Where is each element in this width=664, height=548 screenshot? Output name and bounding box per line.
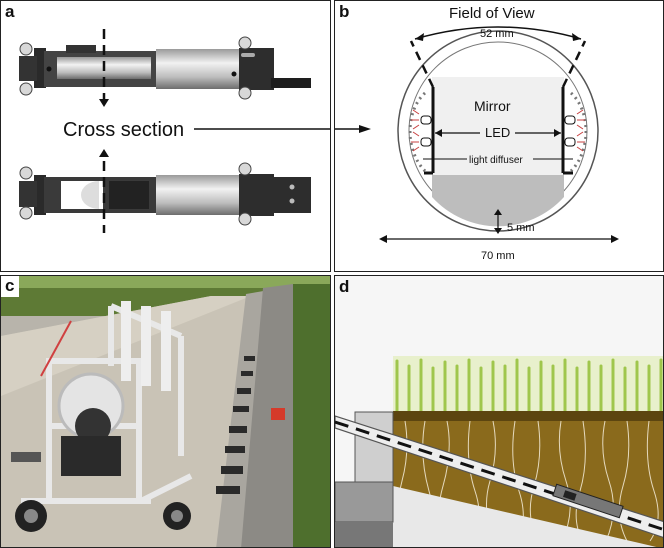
panel-a-label: a [5,2,15,21]
minirhizotron-tube [335,415,663,538]
fov-line-right [561,40,587,88]
mirror-base [432,175,564,227]
panel-c-label: c [1,276,20,297]
diameter-label: 70 mm [481,250,515,262]
camera-diagram: Cross section [19,29,330,233]
led-right-icon [564,109,585,152]
field-of-view-label: Field of View [449,5,535,22]
gap-label: 5 mm [507,222,535,234]
fov-line-left [409,40,435,88]
led-label: LED [485,125,510,140]
crop-canopy [393,356,663,413]
panel-a: a [0,0,331,272]
diffuser-left [408,91,427,173]
panel-d-label: d [339,277,350,296]
diffuser-label: light diffuser [469,155,523,166]
camera-bottom-view [19,162,311,226]
panel-b-label: b [339,2,350,21]
access-wall [354,411,394,483]
field-schematic [335,276,663,547]
arrow-head [359,125,371,133]
diffuser-right [569,91,588,173]
fov-width-label: 52 mm [480,28,514,40]
cross-section-caption: Cross section [63,119,184,141]
cross-section-diagram: Field of View 52 mm Mirror LED light dif… [335,5,619,262]
field-photo [1,276,330,547]
panel-d: d [334,275,664,548]
led-left-icon [411,109,432,152]
panel-b: b Fiel [334,0,664,272]
camera-top-view [19,36,311,100]
fov-arc [414,26,582,40]
panel-c: c [0,275,331,548]
mirror-label: Mirror [474,98,511,114]
